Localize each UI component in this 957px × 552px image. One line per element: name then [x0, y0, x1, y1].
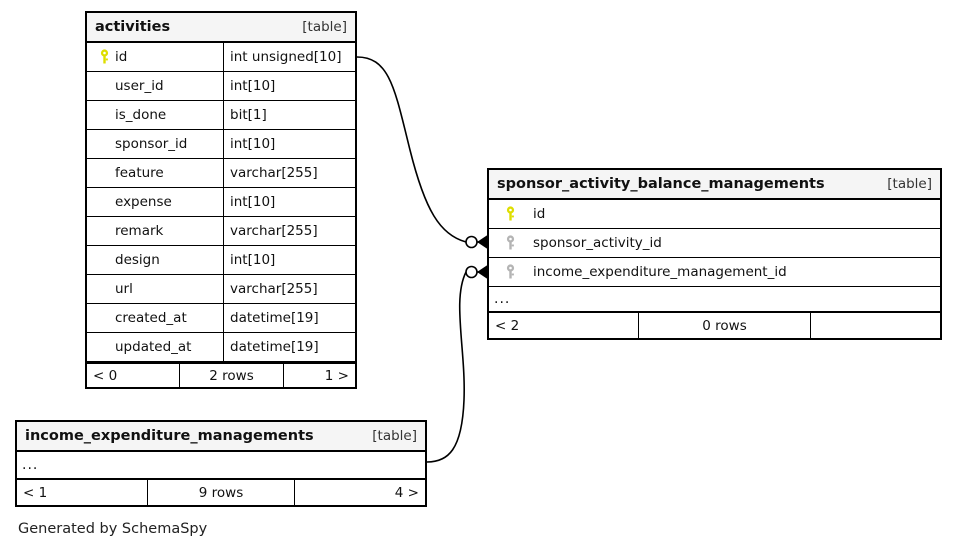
- relationship-line-income-to-sponsor: [426, 271, 467, 463]
- column-label: expense: [115, 194, 172, 210]
- crowsfoot-marker-sponsor-activity-id: [465, 234, 489, 250]
- column-label: income_expenditure_management_id: [533, 264, 787, 280]
- column-name-cell: income_expenditure_management_id: [489, 258, 940, 286]
- more-columns-indicator: ...: [17, 452, 425, 480]
- column-type: int unsigned[10]: [230, 49, 342, 65]
- primary-key-icon: [93, 49, 115, 65]
- column-name-cell: updated_at: [87, 333, 224, 361]
- table-row[interactable]: url varchar[255]: [87, 275, 355, 304]
- column-name-cell: url: [87, 275, 224, 303]
- table-row[interactable]: updated_at datetime[19]: [87, 333, 355, 362]
- column-label: feature: [115, 165, 164, 181]
- column-name-cell: sponsor_id: [87, 130, 224, 158]
- column-type: datetime[19]: [230, 310, 319, 326]
- table-row[interactable]: id: [489, 200, 940, 229]
- table-footer-income: < 1 9 rows 4 >: [17, 480, 425, 505]
- column-label: created_at: [115, 310, 187, 326]
- column-name-cell: id: [87, 43, 224, 71]
- table-row[interactable]: income_expenditure_management_id: [489, 258, 940, 287]
- more-columns-indicator: ...: [489, 287, 940, 313]
- table-row[interactable]: feature varchar[255]: [87, 159, 355, 188]
- table-row[interactable]: sponsor_id int[10]: [87, 130, 355, 159]
- next-page-indicator[interactable]: 4 >: [394, 484, 419, 501]
- table-activities[interactable]: activities [table] id int unsigned[10]: [85, 11, 357, 389]
- column-type: int[10]: [230, 78, 276, 94]
- column-name-cell: user_id: [87, 72, 224, 100]
- column-name-cell: expense: [87, 188, 224, 216]
- table-row[interactable]: design int[10]: [87, 246, 355, 275]
- column-label: design: [115, 252, 160, 268]
- column-name-cell: created_at: [87, 304, 224, 332]
- column-label: sponsor_id: [115, 136, 188, 152]
- column-label: id: [115, 49, 128, 65]
- table-row[interactable]: is_done bit[1]: [87, 101, 355, 130]
- foreign-key-icon: [495, 235, 525, 251]
- relationship-line-activities-to-sponsor: [356, 56, 467, 243]
- table-footer-sponsor: < 2 0 rows: [489, 313, 940, 338]
- column-type: bit[1]: [230, 107, 267, 123]
- prev-page-indicator[interactable]: < 2: [489, 313, 639, 338]
- next-page-indicator[interactable]: [811, 313, 940, 338]
- row-count-label: 2 rows: [180, 364, 284, 387]
- table-header-activities: activities [table]: [87, 13, 355, 43]
- table-header-sponsor: sponsor_activity_balance_managements [ta…: [489, 170, 940, 200]
- row-count-label: 0 rows: [639, 313, 811, 338]
- column-label: id: [533, 206, 546, 222]
- column-type: varchar[255]: [230, 165, 318, 181]
- table-type-tag: [table]: [887, 176, 932, 192]
- column-type: datetime[19]: [230, 339, 319, 355]
- table-income-expenditure-managements[interactable]: income_expenditure_managements [table] .…: [15, 420, 427, 507]
- table-footer-activities: < 0 2 rows 1 >: [87, 362, 355, 387]
- primary-key-icon: [495, 206, 525, 222]
- column-name-cell: remark: [87, 217, 224, 245]
- table-row[interactable]: sponsor_activity_id: [489, 229, 940, 258]
- column-type: int[10]: [230, 194, 276, 210]
- table-type-tag: [table]: [302, 19, 347, 35]
- table-row[interactable]: created_at datetime[19]: [87, 304, 355, 333]
- table-sponsor-activity-balance-managements[interactable]: sponsor_activity_balance_managements [ta…: [487, 168, 942, 340]
- column-type: varchar[255]: [230, 223, 318, 239]
- column-label: remark: [115, 223, 164, 239]
- table-row[interactable]: id int unsigned[10]: [87, 43, 355, 72]
- table-title: income_expenditure_managements: [25, 428, 314, 444]
- column-label: user_id: [115, 78, 164, 94]
- column-type: int[10]: [230, 136, 276, 152]
- next-page-indicator[interactable]: 1 >: [324, 367, 349, 384]
- table-title: activities: [95, 19, 171, 35]
- column-label: url: [115, 281, 133, 297]
- table-type-tag: [table]: [372, 428, 417, 444]
- prev-page-indicator[interactable]: < 1: [17, 480, 148, 505]
- column-type: varchar[255]: [230, 281, 318, 297]
- table-row[interactable]: expense int[10]: [87, 188, 355, 217]
- column-name-cell: is_done: [87, 101, 224, 129]
- column-name-cell: sponsor_activity_id: [489, 229, 940, 257]
- column-name-cell: feature: [87, 159, 224, 187]
- column-name-cell: design: [87, 246, 224, 274]
- table-row[interactable]: user_id int[10]: [87, 72, 355, 101]
- row-count-label: 9 rows: [148, 480, 295, 505]
- table-header-income: income_expenditure_managements [table]: [17, 422, 425, 452]
- crowsfoot-marker-income-expenditure-management-id: [465, 264, 489, 280]
- generated-by-caption: Generated by SchemaSpy: [18, 521, 208, 537]
- foreign-key-icon: [495, 264, 525, 280]
- column-name-cell: id: [489, 200, 940, 228]
- prev-page-indicator[interactable]: < 0: [87, 364, 180, 387]
- column-label: sponsor_activity_id: [533, 235, 662, 251]
- column-type: int[10]: [230, 252, 276, 268]
- table-row[interactable]: remark varchar[255]: [87, 217, 355, 246]
- column-label: is_done: [115, 107, 167, 123]
- column-label: updated_at: [115, 339, 192, 355]
- table-title: sponsor_activity_balance_managements: [497, 176, 825, 192]
